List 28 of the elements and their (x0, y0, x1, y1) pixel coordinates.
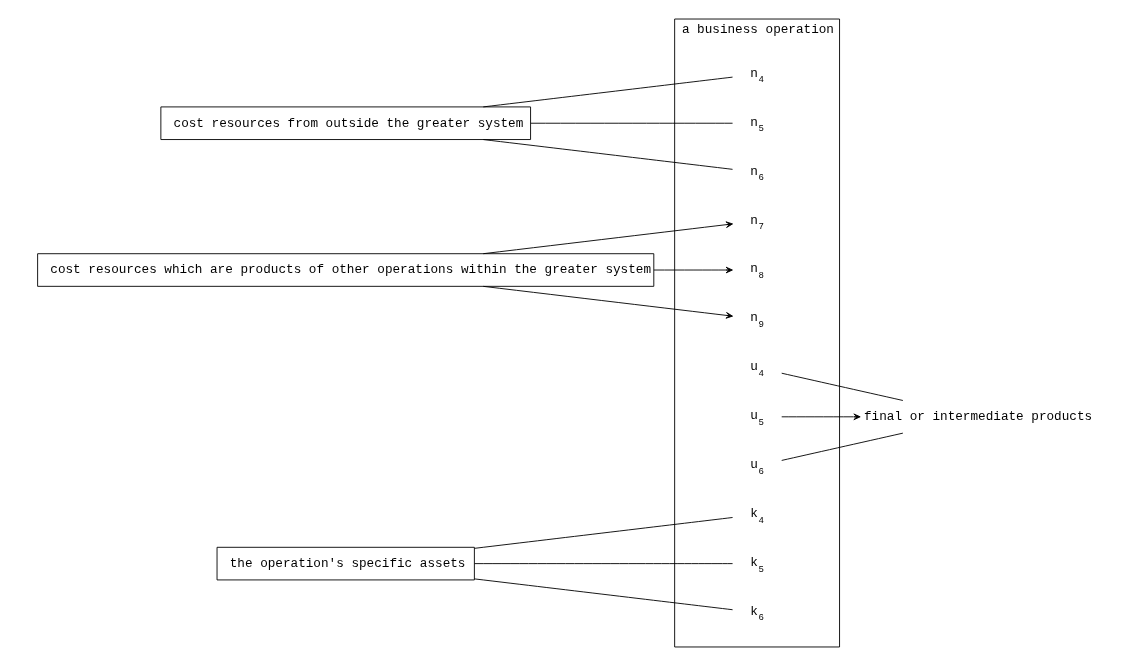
connector (474, 517, 734, 549)
node-box: the operation's specific assets (216, 546, 475, 581)
node-box: cost resources from outside the greater system (160, 106, 532, 140)
connector (530, 122, 734, 124)
node-text: n$_{6}$ (750, 163, 764, 184)
connector (482, 76, 733, 108)
arrow (653, 266, 733, 274)
node-text: n$_{5}$ (750, 114, 764, 135)
connector (474, 578, 734, 611)
node-text: n$_{7}$ (750, 212, 764, 233)
arrow (781, 413, 861, 421)
connector (482, 139, 733, 170)
node-text: u$_{5}$ (750, 408, 764, 428)
arrow (482, 221, 733, 255)
node-text: n$_{8}$ (750, 261, 764, 281)
connector (781, 432, 904, 461)
node-text: k$_{4}$ (750, 506, 764, 526)
connector (781, 372, 904, 401)
node-text: u$_{6}$ (750, 457, 764, 477)
node-text: k$_{6}$ (750, 603, 764, 624)
arrow (482, 285, 733, 319)
node-text: u$_{4}$ (750, 359, 764, 379)
node-box: cost resources which are products of other operations within the greater system (37, 253, 655, 287)
node-text: n$_{4}$ (750, 65, 764, 86)
node-text: final or intermediate products (864, 409, 1093, 425)
node-text: k$_{5}$ (750, 555, 764, 575)
connector (474, 563, 734, 565)
node-text: n$_{9}$ (750, 310, 764, 330)
